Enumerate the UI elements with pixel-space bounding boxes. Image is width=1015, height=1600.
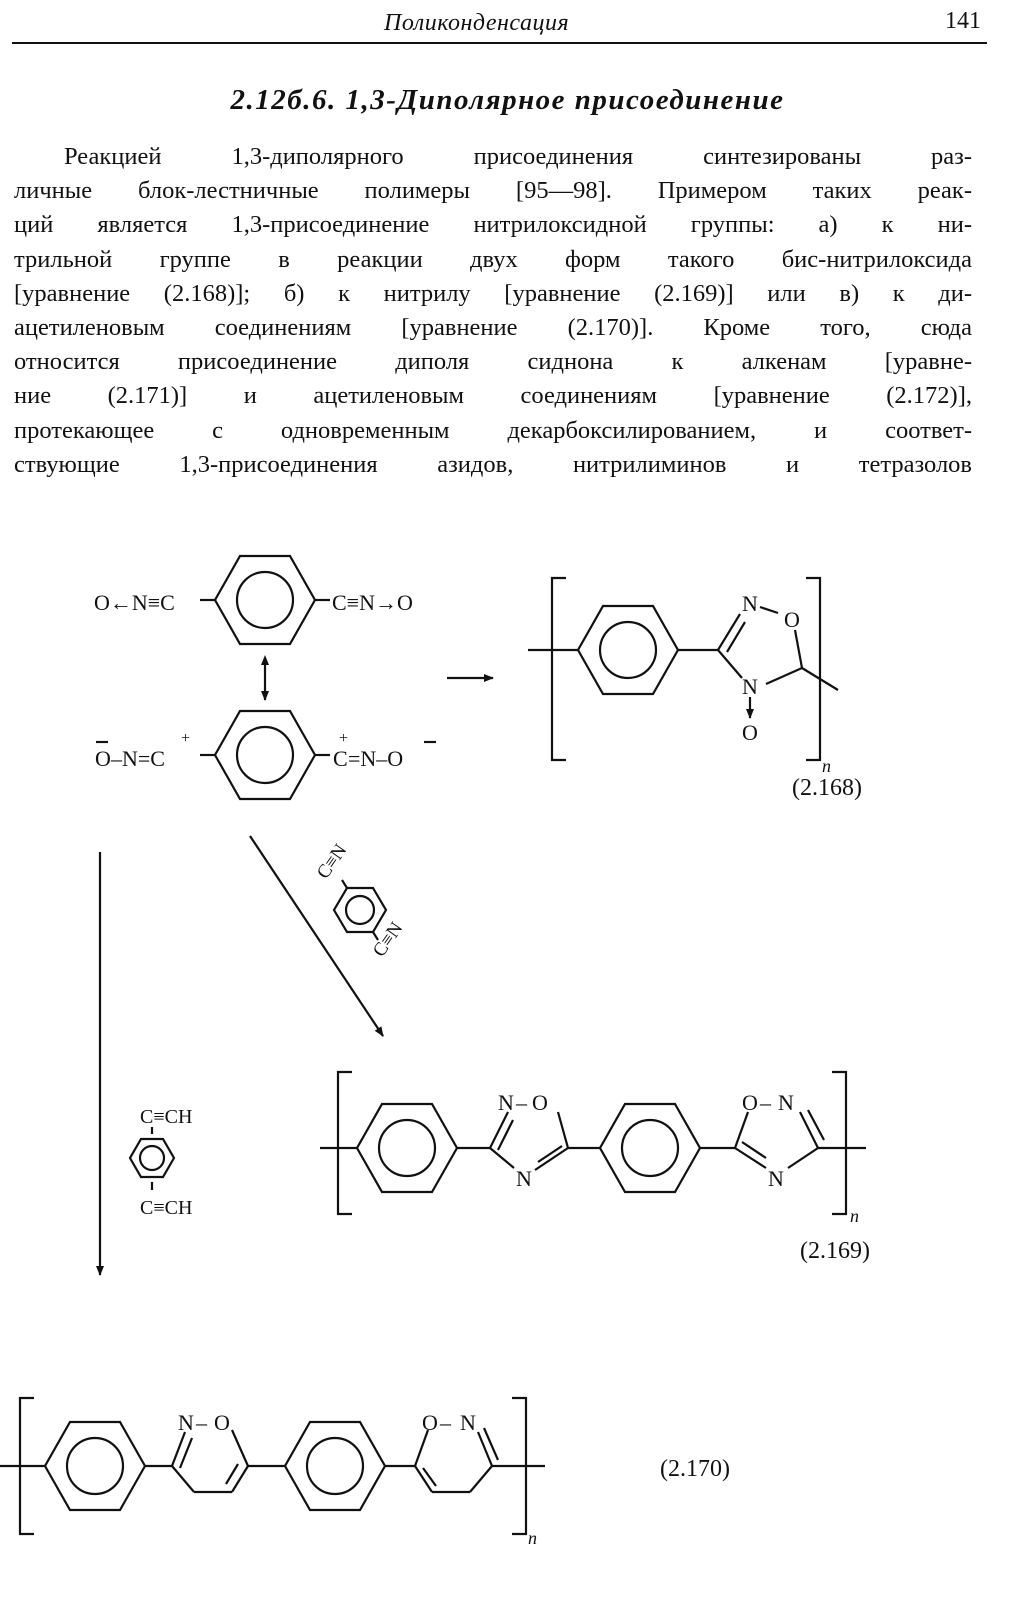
ring-bond-dash: – [439, 1410, 452, 1435]
bracket-right [806, 576, 822, 762]
benzene-ring-circle [305, 1436, 365, 1496]
oxygen-anion-left: O [95, 746, 111, 771]
benzene-ring-circle [235, 725, 295, 785]
bracket-right [832, 1070, 848, 1216]
paragraph-line: Реакцией 1,3-диполярного присоединения с… [64, 143, 972, 170]
bis-nitrile-oxide-form-2: O –N=C + C + =N–O [95, 709, 436, 801]
reagent-terephthalonitrile: C≡N C≡N [313, 840, 408, 961]
product-2-170: N – O O – N n (2.170) [0, 1396, 730, 1548]
ethynyl-group: C≡CH [140, 1106, 192, 1128]
benzene-ring [332, 886, 388, 934]
reaction-arrow-b [249, 835, 384, 1037]
oxadiazole-nitrogen: N [742, 591, 758, 616]
paragraph-line: трильной группе в реакции двух форм тако… [14, 245, 972, 273]
benzene-ring [576, 604, 680, 696]
paragraph-line: ций является 1,3-присоединение нитрилокс… [14, 211, 972, 239]
benzene-ring [283, 1420, 387, 1512]
paragraph-line: относится присоединение диполя сиднона к… [14, 348, 972, 376]
plus-charge: + [339, 730, 348, 747]
reaction-scheme: O←N≡C C≡N→O O –N=C + C + =N–O N [0, 554, 870, 1548]
nitrile-group-right: =N–O [348, 746, 403, 771]
benzene-ring-circle [377, 1118, 437, 1178]
ring-bond-dash: – [515, 1090, 528, 1115]
benzene-ring-circle [344, 894, 376, 926]
equation-number: (2.170) [660, 1456, 730, 1482]
ring-bond-dash: – [195, 1410, 208, 1435]
paragraph-line: ацетиленовым соединениям [уравнение (2.1… [14, 314, 972, 342]
paragraph-line: протекающее с одновременным декарбоксили… [14, 416, 972, 444]
oxide-oxygen: O [742, 720, 758, 745]
paragraph-line: ствующие 1,3-присоединения азидов, нитри… [14, 450, 972, 478]
oxadiazole-nitrogen: N [778, 1090, 794, 1115]
product-2-169: N – O N O – N N n (2.169) [320, 1070, 870, 1264]
paragraph-line: личные блок-лестничные полимеры [95—98].… [14, 177, 972, 205]
carbon-cation-right: C [333, 746, 348, 771]
nitrile-group-left: –N=C [110, 746, 165, 771]
oxadiazole-nitrogen: N [742, 674, 758, 699]
bracket-left [336, 1070, 352, 1216]
paragraph-line: [уравнение (2.168)]; б) к нитрилу [уравн… [14, 279, 972, 307]
body-paragraph: Реакцией 1,3-диполярного присоединения с… [14, 140, 972, 482]
nitrile-oxide-right: C≡N→O [332, 590, 413, 615]
running-header: Поликонденсация 141 [12, 6, 987, 44]
isoxazole-oxygen: O [214, 1410, 230, 1435]
ring-bond-dash: – [759, 1090, 772, 1115]
repeat-subscript: n [850, 1206, 859, 1226]
benzene-ring-circle [620, 1118, 680, 1178]
ethynyl-group: C≡CH [140, 1197, 192, 1219]
oxadiazole-nitrogen: N [498, 1090, 514, 1115]
nitrile-group: C≡N [369, 918, 408, 961]
bis-nitrile-oxide-form-1: O←N≡C C≡N→O [94, 554, 413, 646]
oxadiazole-oxygen: O [742, 1090, 758, 1115]
oxadiazole-oxygen: O [532, 1090, 548, 1115]
equation-number: (2.168) [792, 775, 862, 801]
paragraph-line: ние (2.171)] и ацетиленовым соединениям … [14, 382, 972, 410]
benzene-ring [43, 1420, 147, 1512]
benzene-ring [598, 1102, 702, 1194]
benzene-ring [355, 1102, 459, 1194]
isoxazole-nitrogen: N [460, 1410, 476, 1435]
benzene-ring [128, 1137, 176, 1179]
bracket-left [550, 576, 566, 762]
benzene-ring-circle [598, 620, 658, 680]
product-2-168: N O N O n (2.168) [528, 576, 862, 801]
section-heading: 2.12б.6. 1,3-Диполярное присоединение [230, 84, 785, 116]
benzene-ring [213, 709, 317, 801]
page-number: 141 [945, 8, 981, 34]
oxadiazole-nitrogen: N [768, 1166, 784, 1191]
benzene-ring-circle [235, 570, 295, 630]
nitrile-oxide-left: O←N≡C [94, 590, 175, 615]
oxadiazole-nitrogen: N [516, 1166, 532, 1191]
oxadiazole-oxygen: O [784, 607, 800, 632]
reagent-diethynylbenzene: C≡CH C≡CH [128, 1106, 192, 1219]
plus-charge: + [181, 730, 190, 747]
benzene-ring-circle [65, 1436, 125, 1496]
equation-number: (2.169) [800, 1238, 870, 1264]
benzene-ring [213, 554, 317, 646]
isoxazole-oxygen: O [422, 1410, 438, 1435]
running-title: Поликонденсация [384, 10, 570, 36]
benzene-ring-circle [138, 1144, 166, 1172]
repeat-subscript: n [822, 756, 831, 776]
isoxazole-nitrogen: N [178, 1410, 194, 1435]
nitrile-group: C≡N [313, 840, 352, 883]
repeat-subscript: n [528, 1528, 537, 1548]
